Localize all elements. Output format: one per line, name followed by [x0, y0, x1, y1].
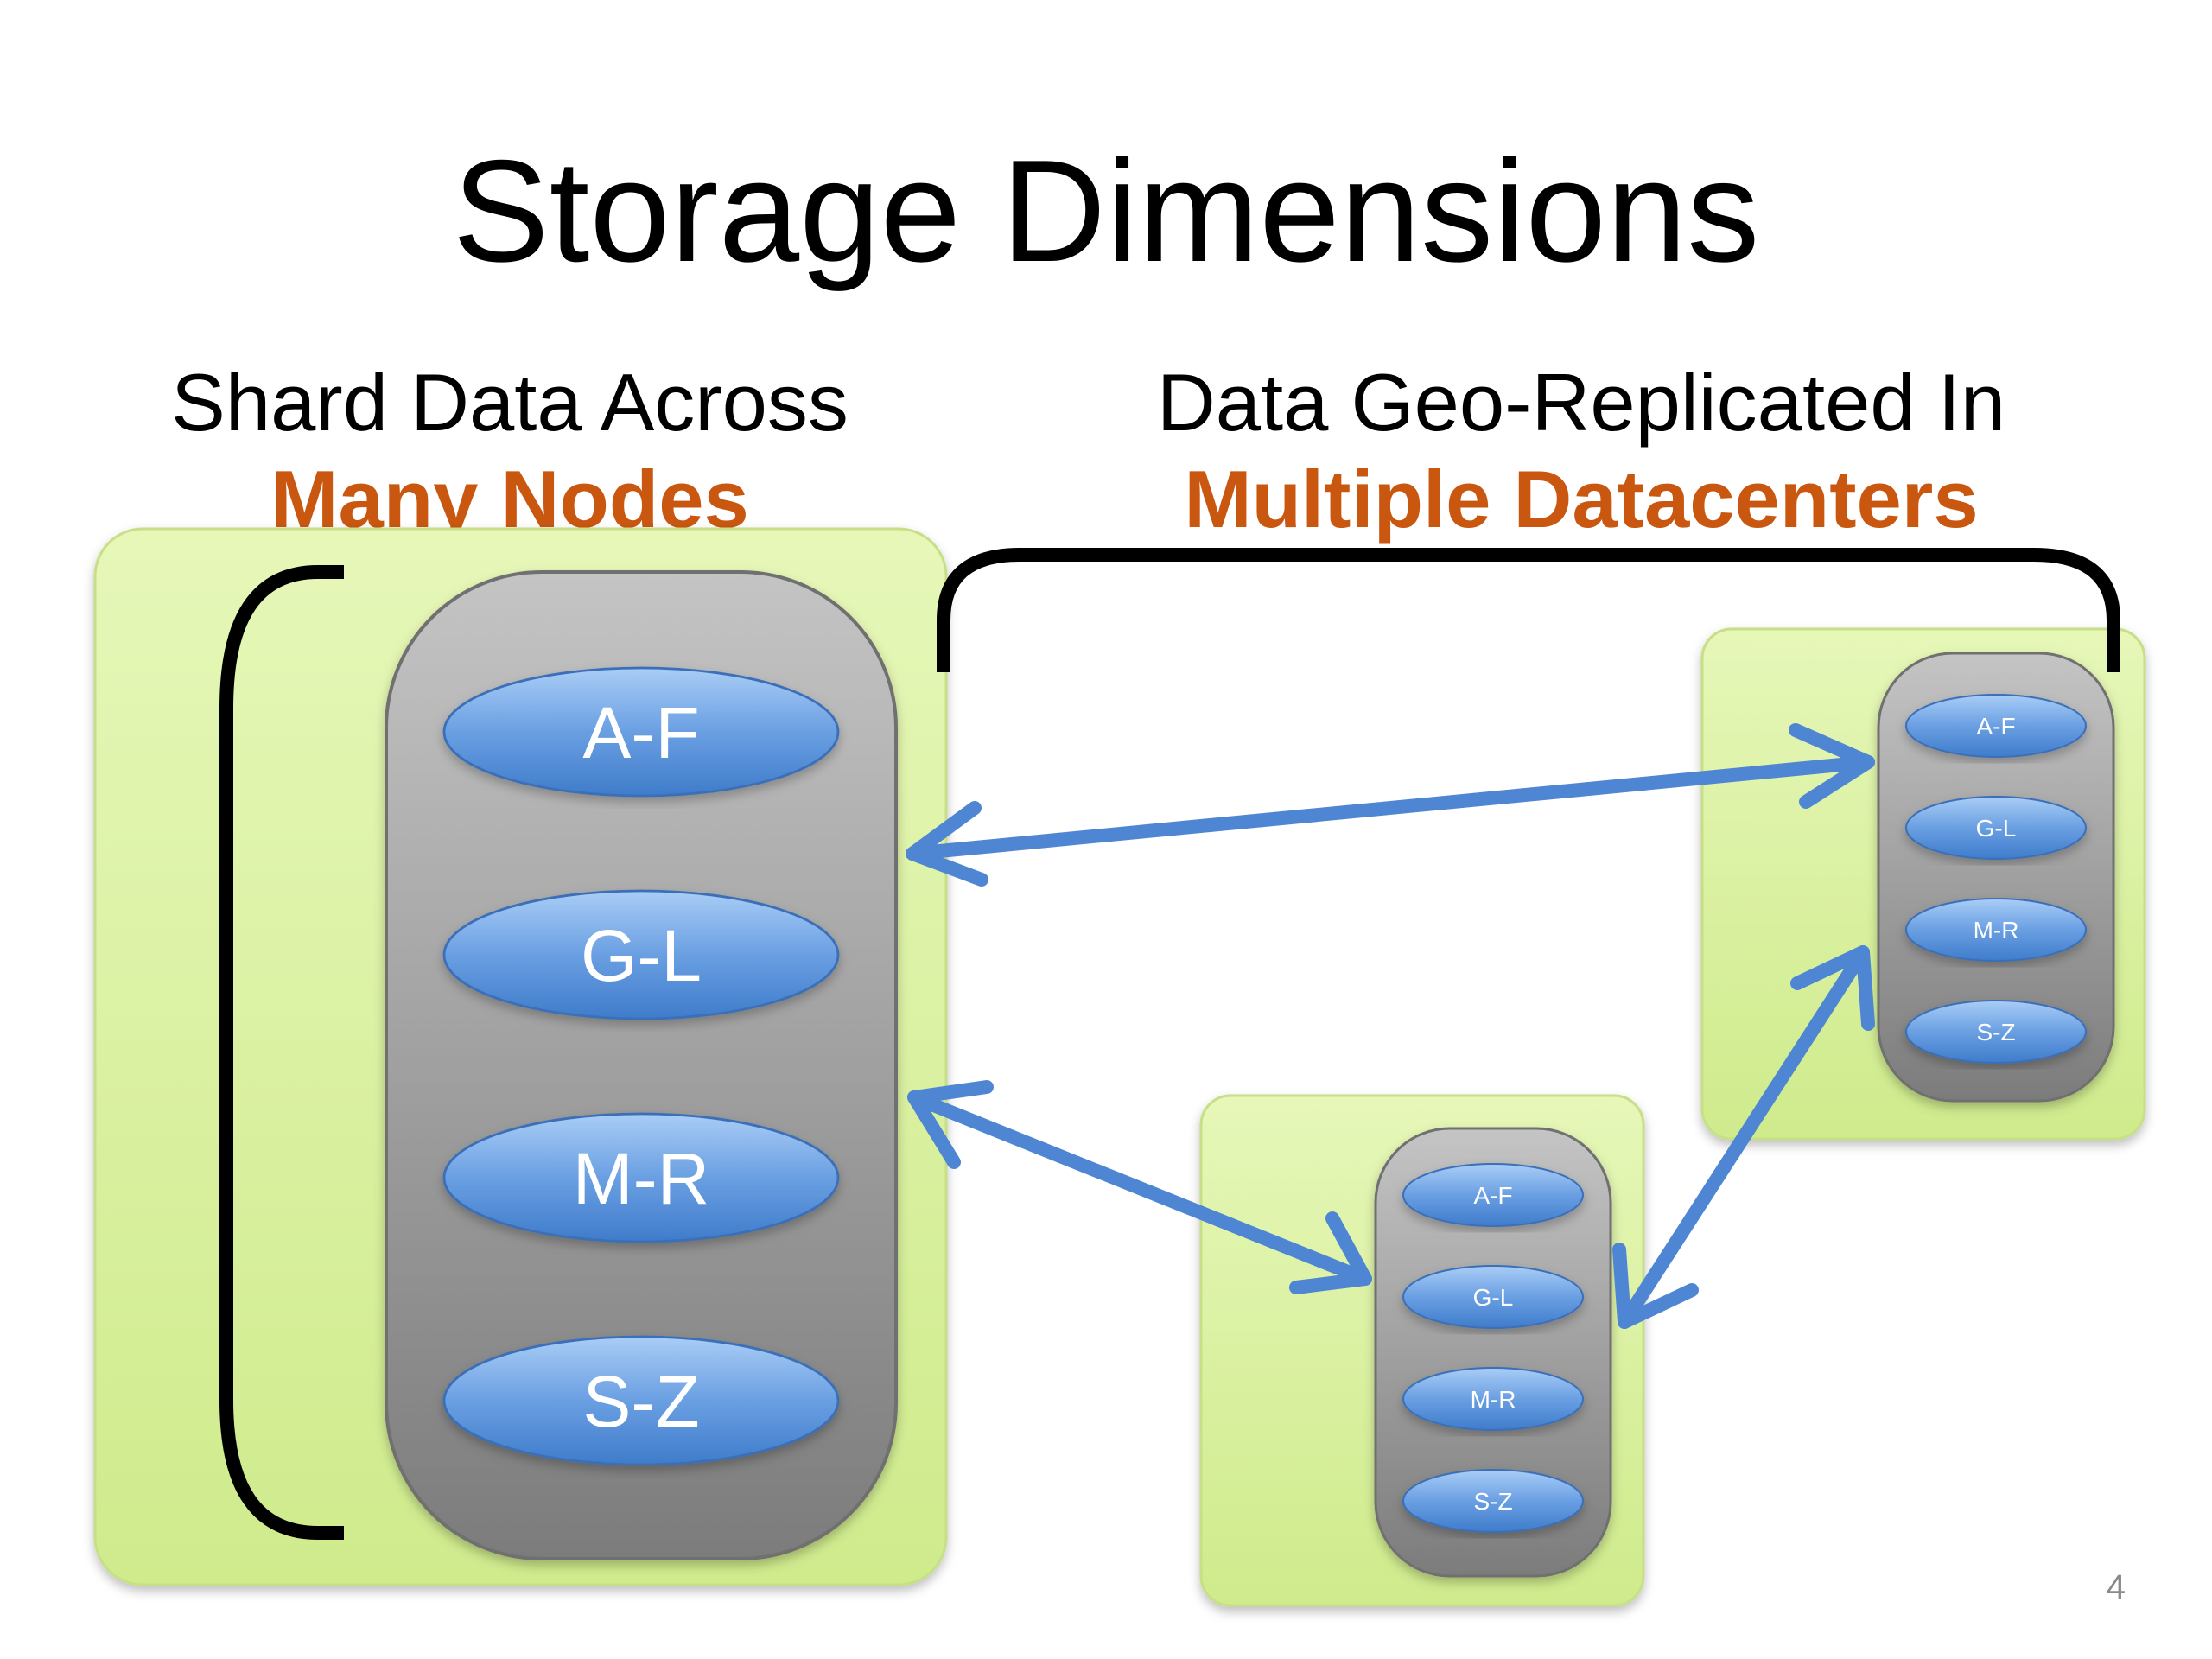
- right-heading-line1: Data Geo-Replicated In: [1156, 357, 2006, 448]
- third-shard-g-l: G-L: [1905, 796, 2087, 860]
- arrow-main-to-second: [907, 1090, 1372, 1286]
- second-shard-label: G-L: [1473, 1284, 1514, 1311]
- third-shard-ellipse: [1905, 796, 2087, 860]
- main-shard-s-z: S-Z: [442, 1335, 840, 1466]
- second-shard-ellipse: [1402, 1367, 1584, 1431]
- third-shard-label: A-F: [1976, 713, 2015, 740]
- node-main: [385, 570, 898, 1560]
- second-shard-g-l: G-L: [1402, 1265, 1584, 1329]
- third-shard-label: G-L: [1976, 815, 2017, 842]
- second-shard-a-f: A-F: [1402, 1163, 1584, 1227]
- main-shard-m-r: M-R: [442, 1112, 840, 1243]
- third-shard-ellipse: [1905, 1000, 2087, 1064]
- shard-bracket: [219, 565, 344, 1540]
- datacenter-second: A-F G-L M-R S-Z: [1199, 1094, 1645, 1607]
- main-shard-ellipse: [442, 889, 840, 1020]
- main-shard-label: G-L: [581, 915, 702, 996]
- second-shard-label: S-Z: [1473, 1488, 1512, 1515]
- second-shard-label: M-R: [1471, 1386, 1516, 1413]
- node-second: [1374, 1127, 1612, 1578]
- third-shard-s-z: S-Z: [1905, 1000, 2087, 1064]
- main-shard-a-f: A-F: [442, 666, 840, 798]
- datacenter-main: A-F G-L M-R S-Z: [93, 527, 948, 1586]
- arrowhead-second-end: [1289, 1211, 1372, 1294]
- third-shard-label: M-R: [1974, 917, 2019, 944]
- arrowhead-main-end: [906, 801, 988, 887]
- slide-title: Storage Dimensions: [452, 130, 1760, 292]
- arrowhead-third-end: [1789, 723, 1875, 809]
- third-shard-label: S-Z: [1976, 1019, 2015, 1046]
- page-number: 4: [2106, 1568, 2126, 1606]
- main-shard-label: S-Z: [582, 1361, 699, 1442]
- replication-bracket: [937, 548, 2120, 672]
- right-heading-line2: Multiple Datacenters: [1184, 454, 1979, 544]
- node-third: [1877, 652, 2115, 1103]
- second-shard-ellipse: [1402, 1469, 1584, 1533]
- second-shard-ellipse: [1402, 1163, 1584, 1227]
- arrowhead-main-end-2: [907, 1080, 994, 1169]
- second-shard-m-r: M-R: [1402, 1367, 1584, 1431]
- second-shard-label: A-F: [1473, 1182, 1512, 1209]
- main-shard-g-l: G-L: [442, 889, 840, 1020]
- main-shard-ellipse: [442, 1112, 840, 1243]
- arrowhead-third-end-2: [1790, 945, 1875, 1031]
- third-shard-ellipse: [1905, 898, 2087, 962]
- third-shard-ellipse: [1905, 694, 2087, 758]
- second-shard-s-z: S-Z: [1402, 1469, 1584, 1533]
- arrow-main-to-third: [906, 755, 1875, 861]
- third-shard-a-f: A-F: [1905, 694, 2087, 758]
- main-shard-ellipse: [442, 1335, 840, 1466]
- right-heading: Data Geo-Replicated In Multiple Datacent…: [1123, 354, 2039, 548]
- arrowhead-second-end-2: [1612, 1243, 1699, 1329]
- second-shard-ellipse: [1402, 1265, 1584, 1329]
- main-shard-label: M-R: [573, 1138, 710, 1219]
- third-shard-m-r: M-R: [1905, 898, 2087, 962]
- main-shard-ellipse: [442, 666, 840, 798]
- datacenter-third: A-F G-L M-R S-Z: [1700, 627, 2146, 1141]
- main-shard-label: A-F: [582, 692, 699, 773]
- left-heading-line1: Shard Data Across: [171, 357, 849, 448]
- arrow-second-to-third: [1618, 945, 1870, 1329]
